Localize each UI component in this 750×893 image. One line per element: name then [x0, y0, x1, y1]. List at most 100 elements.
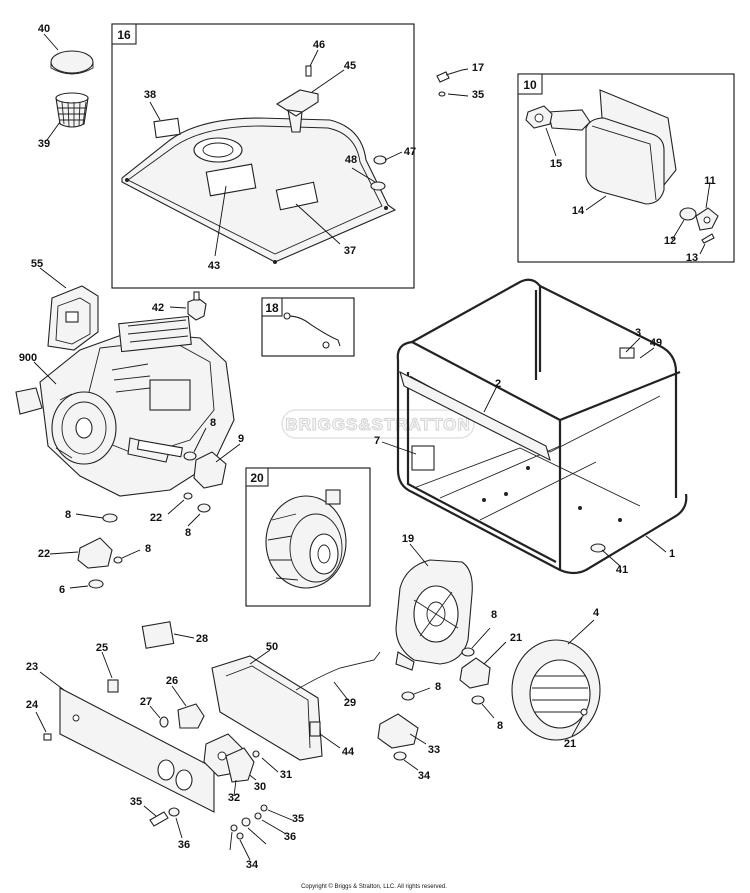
svg-text:46: 46 [313, 39, 325, 51]
svg-text:22: 22 [150, 512, 162, 524]
control-panel-group: 28 25 50 23 26 29 24 27 44 30 [26, 621, 381, 871]
svg-text:35: 35 [472, 89, 484, 101]
nut-36 [260, 804, 268, 812]
svg-text:36: 36 [178, 839, 190, 851]
svg-text:12: 12 [664, 235, 676, 247]
washer-8f [471, 695, 485, 705]
svg-text:35: 35 [292, 813, 304, 825]
fuel-cap-opening [193, 137, 243, 163]
air-cleaner-55: 55 [31, 258, 99, 351]
svg-text:17: 17 [472, 62, 484, 74]
nut-36b [236, 832, 244, 840]
svg-text:22: 22 [38, 548, 50, 560]
screw-24 [43, 733, 52, 741]
housing-50 [211, 655, 323, 761]
nut-8h [393, 751, 407, 761]
svg-text:1: 1 [669, 548, 675, 560]
svg-text:27: 27 [140, 696, 152, 708]
svg-text:24: 24 [26, 699, 39, 711]
bracket-45 [275, 89, 319, 133]
svg-text:44: 44 [342, 746, 355, 758]
svg-text:34: 34 [418, 770, 431, 782]
svg-text:9: 9 [238, 433, 244, 445]
svg-text:28: 28 [196, 633, 208, 645]
mount-21a [459, 657, 491, 689]
svg-text:42: 42 [152, 302, 164, 314]
svg-text:36: 36 [284, 831, 296, 843]
crossbar [399, 370, 551, 462]
svg-text:26: 26 [166, 675, 178, 687]
svg-text:37: 37 [344, 245, 356, 257]
fuel-valve-42: 42 [152, 291, 207, 321]
nut-8b [197, 503, 211, 513]
fuel-gauge [275, 181, 319, 211]
nut-8g [401, 691, 415, 701]
outlet-32 [225, 747, 255, 783]
svg-text:7: 7 [374, 435, 380, 447]
svg-text:43: 43 [208, 260, 220, 272]
svg-text:29: 29 [344, 697, 356, 709]
washer-35 [438, 91, 446, 97]
screw-13 [701, 233, 715, 244]
washer-35b [230, 824, 238, 832]
svg-text:23: 23 [26, 661, 38, 673]
svg-text:8: 8 [185, 527, 191, 539]
end-cover-4: 4 21 [511, 607, 601, 750]
svg-text:8: 8 [65, 509, 71, 521]
svg-text:4: 4 [593, 607, 600, 619]
nut-8e [461, 647, 475, 657]
svg-text:40: 40 [38, 23, 50, 35]
svg-text:8: 8 [497, 720, 503, 732]
right-mounts: 8 21 8 8 33 34 [377, 609, 522, 782]
box-16-fuel-tank: 16 46 45 38 48 47 43 37 [111, 23, 416, 289]
svg-text:47: 47 [404, 146, 416, 158]
nut-8a [183, 451, 197, 461]
muffler-14 [585, 117, 665, 205]
part-44 [309, 721, 321, 737]
box-10-muffler: 10 15 14 11 12 13 [517, 73, 735, 264]
svg-text:32: 32 [228, 792, 240, 804]
bolt-washer-17-35: 17 35 [436, 62, 484, 101]
svg-text:38: 38 [144, 89, 156, 101]
engine-mounts: 9 8 22 8 [150, 417, 244, 539]
part-25 [107, 679, 119, 693]
svg-text:41: 41 [616, 564, 628, 576]
svg-text:BRIGGS&STRATTON: BRIGGS&STRATTON [285, 415, 470, 434]
svg-text:3: 3 [635, 327, 641, 339]
washer-35a [254, 812, 262, 820]
svg-text:8: 8 [145, 543, 151, 555]
svg-text:35: 35 [130, 796, 142, 808]
svg-text:8: 8 [491, 609, 497, 621]
fuel-cap-strainer: 40 39 [38, 23, 94, 150]
label-38 [153, 117, 181, 139]
bolt-5 [580, 708, 588, 716]
svg-text:34: 34 [246, 859, 259, 871]
svg-text:49: 49 [650, 337, 662, 349]
svg-text:20: 20 [250, 471, 264, 485]
box-20-rotor: 20 [245, 467, 371, 607]
switch-26 [177, 703, 205, 729]
svg-text:21: 21 [510, 632, 522, 644]
screw-46 [305, 65, 312, 77]
screw-33 [149, 811, 169, 827]
svg-text:6: 6 [59, 584, 65, 596]
washer-22b [113, 556, 123, 564]
cover-28 [141, 621, 175, 649]
stator-19: 19 [395, 533, 473, 671]
exhaust-pipe [547, 109, 591, 131]
svg-text:30: 30 [254, 781, 266, 793]
svg-text:48: 48 [345, 154, 357, 166]
label-7 [411, 445, 435, 471]
svg-text:50: 50 [266, 641, 278, 653]
washer-34b [241, 817, 251, 827]
svg-text:55: 55 [31, 258, 43, 270]
grommet-27 [159, 716, 169, 728]
svg-text:11: 11 [704, 175, 716, 187]
svg-text:2: 2 [495, 378, 501, 390]
svg-text:21: 21 [564, 738, 576, 750]
svg-text:15: 15 [550, 158, 562, 170]
watermark: BRIGGS&STRATTON [281, 409, 475, 439]
bolt-17 [436, 69, 463, 83]
svg-text:16: 16 [117, 28, 131, 42]
